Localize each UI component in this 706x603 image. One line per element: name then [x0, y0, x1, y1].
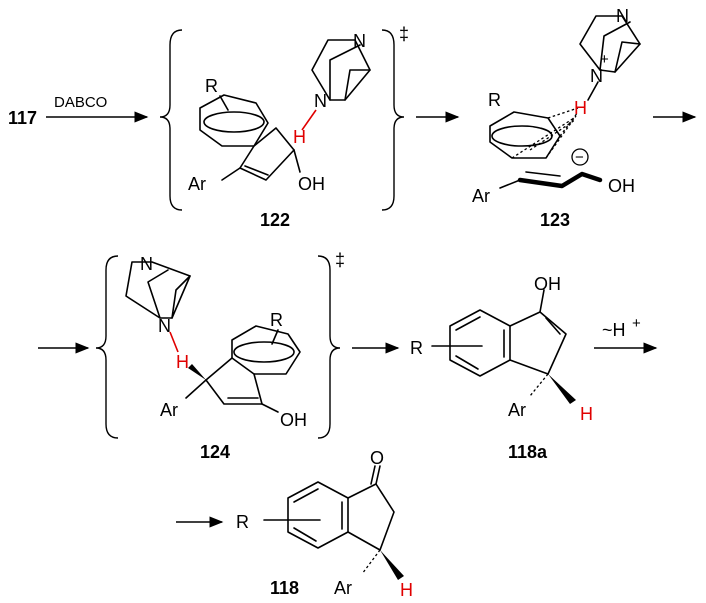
- Ar-123: Ar: [472, 186, 490, 206]
- structure-118: [263, 465, 404, 580]
- structure-122: [199, 39, 371, 181]
- right-bracket-122: [381, 29, 405, 211]
- N-upper-122: N: [353, 31, 366, 51]
- Ar-118a: Ar: [508, 400, 526, 420]
- OH-123: OH: [608, 176, 635, 196]
- OH-122: OH: [298, 174, 325, 194]
- compound-label-123: 123: [540, 210, 570, 230]
- migration-plus: +: [632, 315, 641, 332]
- N-upper-123: N: [616, 6, 629, 26]
- R-122: R: [205, 76, 218, 96]
- R-118: R: [236, 512, 249, 532]
- H-red-124: H: [176, 352, 189, 372]
- O-118: O: [370, 448, 384, 468]
- N-lower-122: N: [314, 91, 327, 111]
- R-124: R: [270, 310, 283, 330]
- H-red-123: H: [574, 98, 587, 118]
- R-118a: R: [410, 338, 423, 358]
- compound-label-118a: 118a: [508, 442, 548, 462]
- compound-label-124: 124: [200, 442, 230, 462]
- Ar-124: Ar: [160, 400, 178, 420]
- left-bracket-124: [95, 255, 119, 439]
- compound-label-118: 118: [270, 578, 299, 598]
- R-123: R: [488, 90, 501, 110]
- H-red-118: H: [400, 580, 413, 600]
- plus-charge-123: +: [600, 51, 609, 68]
- H-red-118a: H: [580, 404, 593, 424]
- OH-118a: OH: [534, 274, 561, 294]
- structure-118a: [431, 289, 576, 404]
- ts-dagger-122: ‡: [399, 24, 409, 44]
- left-bracket-122: [159, 29, 183, 211]
- right-bracket-124: [317, 255, 341, 439]
- compound-label-117: 117: [8, 108, 37, 128]
- OH-124: OH: [280, 410, 307, 430]
- Ar-122: Ar: [188, 174, 206, 194]
- ts-dagger-124: ‡: [335, 250, 345, 270]
- N-lower-124: N: [158, 316, 171, 336]
- H-red-122: H: [293, 127, 306, 147]
- reagent-label: DABCO: [54, 94, 107, 111]
- compound-label-122: 122: [260, 210, 290, 230]
- migration-label: ~H: [602, 320, 626, 340]
- minus-charge-123: −: [575, 149, 584, 166]
- Ar-118: Ar: [334, 578, 352, 598]
- structure-124: [125, 261, 301, 413]
- N-lower-123: N: [590, 66, 603, 86]
- structure-123: [489, 15, 641, 189]
- N-upper-124: N: [140, 254, 153, 274]
